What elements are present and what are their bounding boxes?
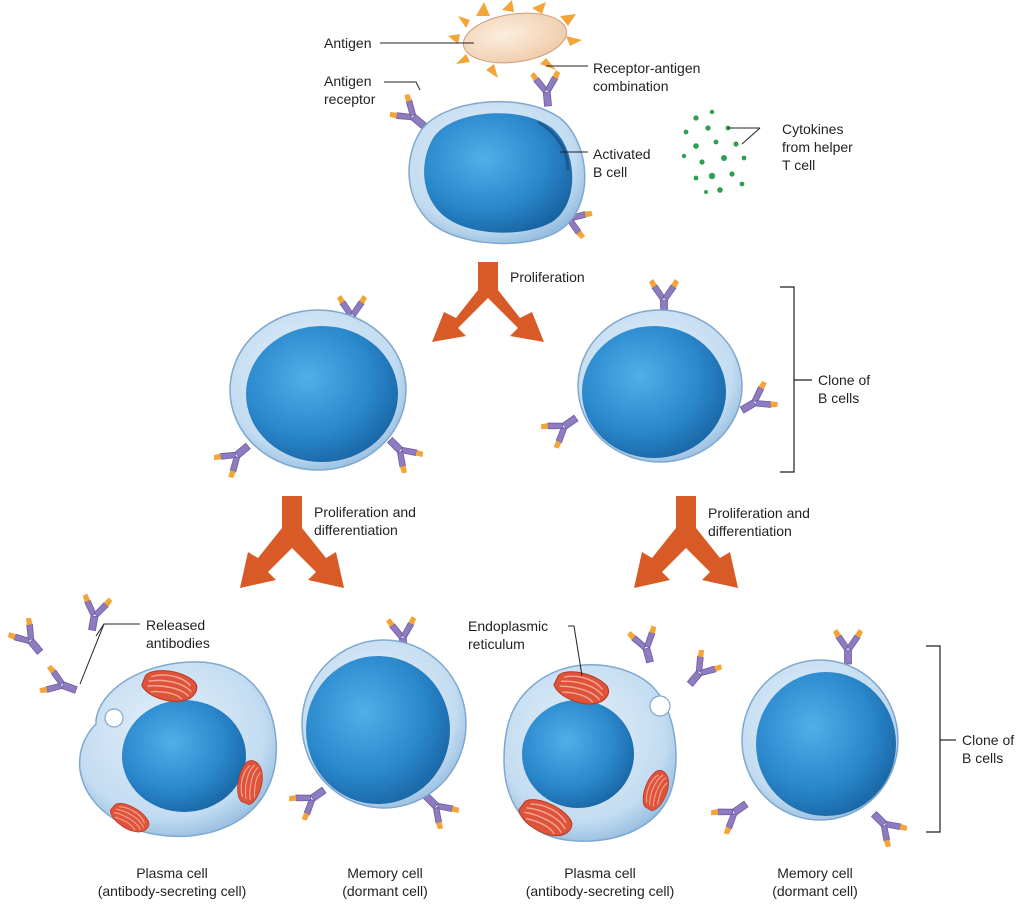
- proliferation-arrow: [432, 262, 544, 342]
- bracket-clone-bottom: [926, 645, 956, 833]
- label-released-antibodies: Released antibodies: [146, 617, 210, 651]
- label-cytokines: Cytokines from helper T cell: [782, 121, 853, 173]
- label-plasma-cell-2: Plasma cell (antibody-secreting cell): [525, 865, 675, 899]
- label-plasma-cell-1: Plasma cell (antibody-secreting cell): [97, 865, 247, 899]
- plasma-cell-right: [503, 664, 677, 844]
- leader-lines: [79, 42, 761, 685]
- label-prolif-diff-right: Proliferation and differentiation: [708, 505, 810, 539]
- label-receptor-antigen-combination: Receptor-antigen combination: [593, 60, 701, 94]
- label-antigen: Antigen: [324, 35, 372, 51]
- label-endoplasmic-reticulum: Endoplasmic reticulum: [468, 618, 549, 652]
- memory-cell-right: [708, 628, 910, 850]
- antigen-particle: [448, 0, 582, 78]
- label-antigen-receptor: Antigen receptor: [324, 73, 376, 107]
- label-proliferation: Proliferation: [510, 269, 585, 285]
- plasma-cell-left: [78, 661, 278, 839]
- memory-cell-left: [286, 615, 467, 832]
- clone-b-cell-right: [538, 278, 781, 463]
- prolif-diff-arrow-left: [240, 496, 344, 588]
- label-activated-b-cell: Activated B cell: [593, 146, 651, 180]
- label-clone-top: Clone of B cells: [818, 372, 871, 406]
- label-memory-cell-2: Memory cell (dormant cell): [772, 865, 858, 899]
- activated-b-cell: [387, 69, 595, 245]
- bracket-clone-top: [780, 286, 812, 473]
- label-prolif-diff-left: Proliferation and differentiation: [314, 504, 416, 538]
- label-clone-bottom: Clone of B cells: [962, 732, 1015, 766]
- cytokines: [681, 109, 747, 194]
- label-memory-cell-1: Memory cell (dormant cell): [342, 865, 428, 899]
- clone-b-cell-left: [211, 294, 426, 481]
- prolif-diff-arrow-right: [634, 496, 738, 588]
